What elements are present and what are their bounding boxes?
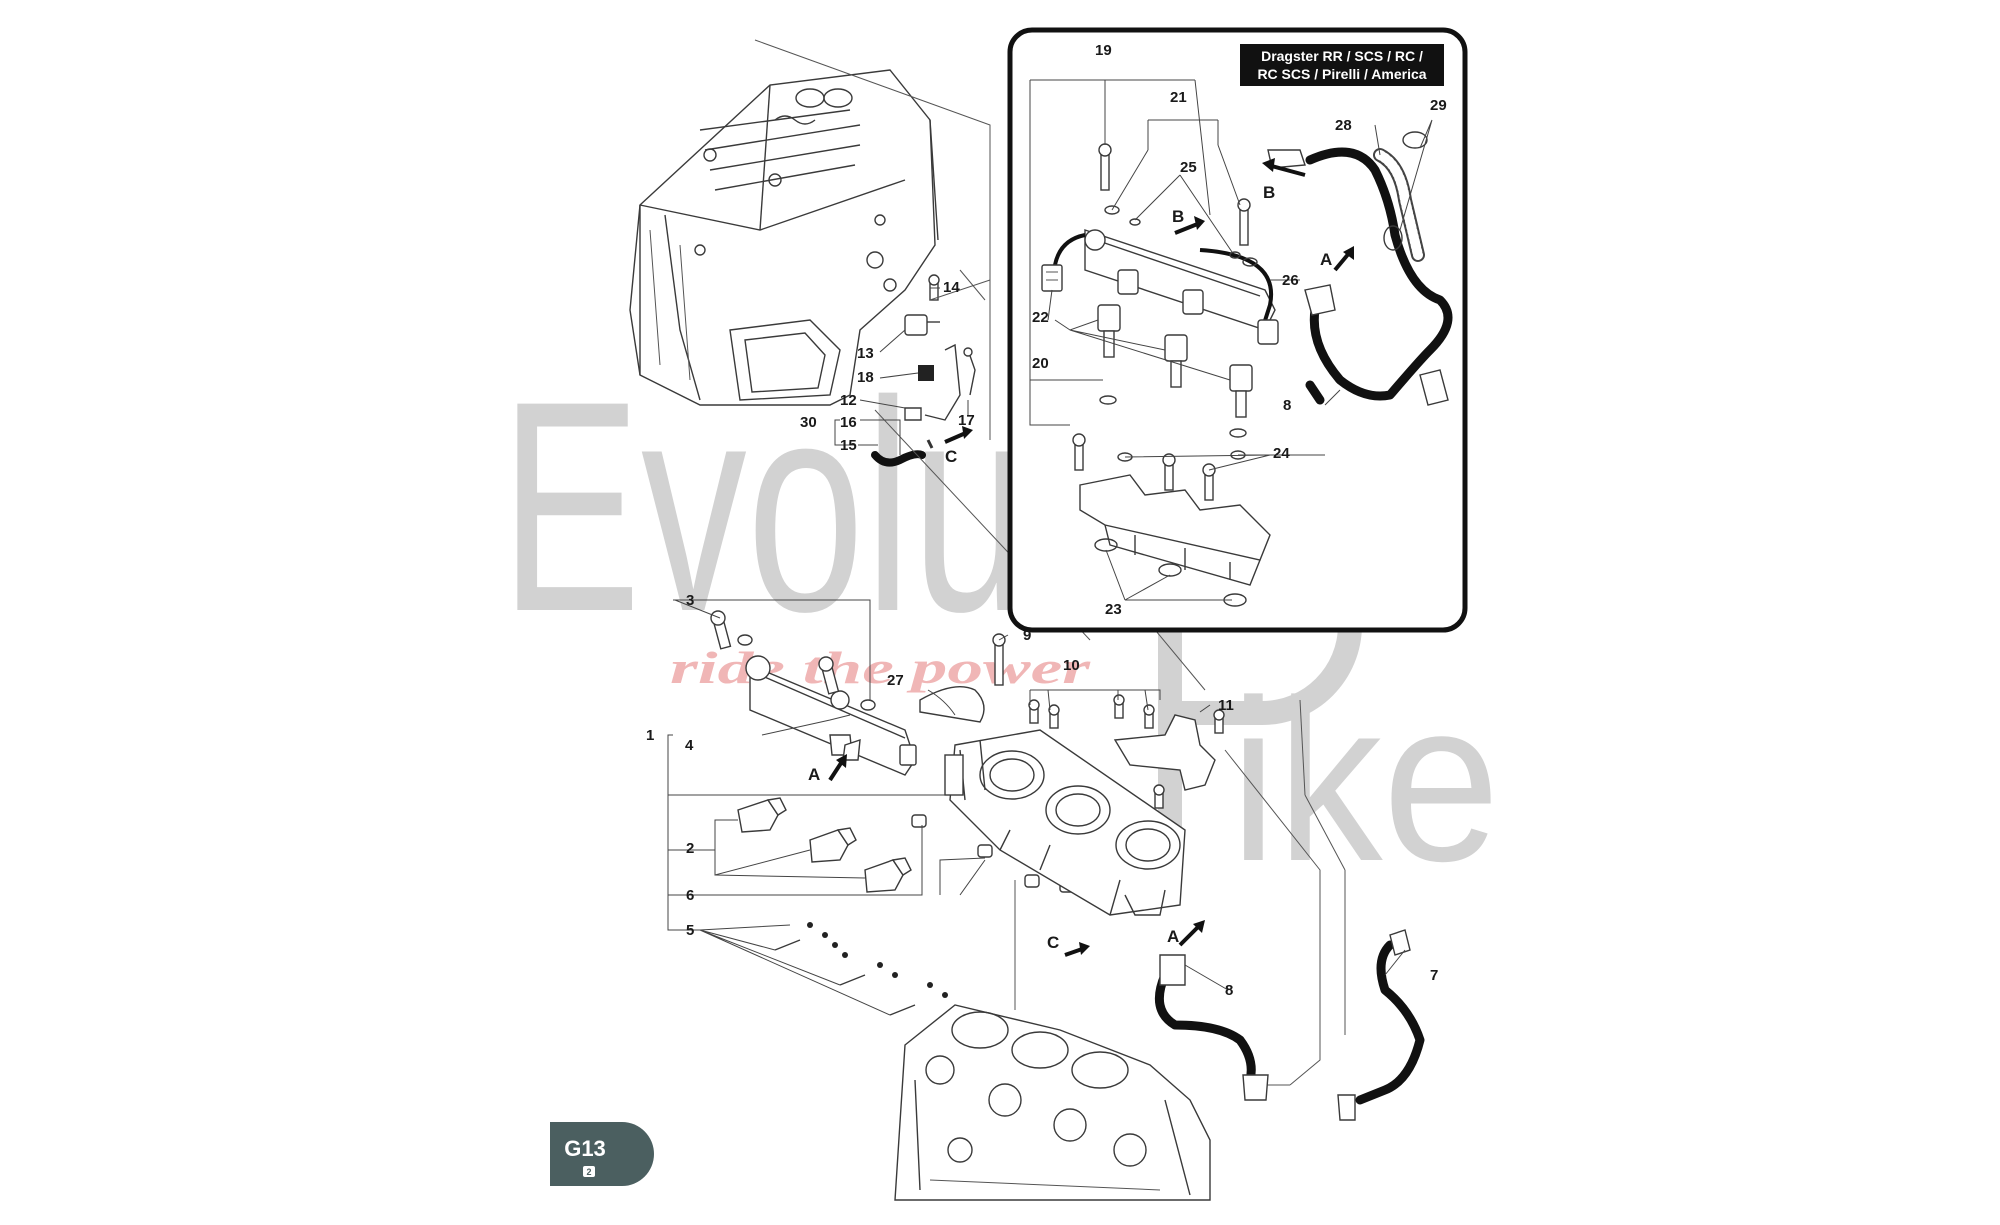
bracket-11 <box>1113 714 1216 791</box>
callout-27: 27 <box>887 672 904 689</box>
callout-5: 5 <box>686 922 694 939</box>
watermark-tagline: ride the power <box>670 642 1092 693</box>
inset-injectors-20 <box>1097 304 1253 418</box>
airbox-illustration <box>629 69 939 406</box>
hose-7-connector <box>1337 1094 1356 1121</box>
callout-15: 15 <box>840 437 857 454</box>
callout-28: 28 <box>1335 117 1352 134</box>
callout-26: 26 <box>1282 272 1299 289</box>
grommet-18 <box>918 365 934 381</box>
callout-29: 29 <box>1430 97 1447 114</box>
version-label-box <box>1240 44 1444 86</box>
pressure-sensor-13 <box>904 314 928 336</box>
inset-harness-22 <box>1053 233 1086 266</box>
arrow-label-c-top: C <box>945 447 957 466</box>
arrow-label-b-inset-left: B <box>1172 207 1184 226</box>
hose-15 <box>871 450 926 467</box>
injectors-2 <box>737 797 912 893</box>
inset-clip-29a <box>1402 131 1428 149</box>
callout-8-inset: 8 <box>1283 397 1291 414</box>
bracket-12 <box>924 343 961 421</box>
cylinder-head-illustration <box>894 1004 1211 1201</box>
sensor-bracket-parts <box>871 274 976 467</box>
hose-7-end <box>1389 929 1411 956</box>
gasket-27 <box>919 686 985 723</box>
inset-fuel-hose-8 <box>1305 147 1453 401</box>
callout-30: 30 <box>800 414 817 431</box>
callout-16: 16 <box>840 414 857 431</box>
arrow-label-b-inset-right: B <box>1263 183 1275 202</box>
version-label-line2: RC SCS / Pirelli / America <box>1257 66 1426 82</box>
throttle-body <box>944 729 1186 916</box>
direction-arrows <box>828 158 1354 957</box>
clamp-15 <box>926 439 934 449</box>
callout-2: 2 <box>686 840 694 857</box>
callout-3: 3 <box>686 592 694 609</box>
watermark-brand-right: ike <box>1230 652 1500 909</box>
callout-25: 25 <box>1180 159 1197 176</box>
screws-5 <box>774 922 948 1016</box>
inset-bolts-21-25 <box>1098 143 1258 267</box>
callout-21: 21 <box>1170 89 1187 106</box>
callout-13: 13 <box>857 345 874 362</box>
callout-19: 19 <box>1095 42 1112 59</box>
version-label-line1: Dragster RR / SCS / RC / <box>1261 48 1423 64</box>
callout-8: 8 <box>1225 982 1233 999</box>
callout-12: 12 <box>840 392 857 409</box>
callout-17: 17 <box>958 412 975 429</box>
inset-hose-end <box>1305 380 1325 405</box>
callout-18: 18 <box>857 369 874 386</box>
callout-10: 10 <box>1063 657 1080 674</box>
callout-11: 11 <box>1218 697 1234 714</box>
arrow-label-c-bottom: C <box>1047 933 1059 952</box>
callout-4: 4 <box>685 737 694 754</box>
fuel-rail-assembly-4 <box>710 610 917 776</box>
page-badge: G13 2 <box>550 1122 654 1186</box>
fuel-hose-7 <box>1355 940 1425 1105</box>
callout-23: 23 <box>1105 601 1122 618</box>
inset-connector-22 <box>1041 264 1063 292</box>
screw-17 <box>967 349 976 396</box>
arrow-label-a-rail: A <box>808 765 820 784</box>
inset-leader-lines <box>1029 79 1433 601</box>
callout-7: 7 <box>1430 967 1438 984</box>
callout-labels: 1 2 3 4 5 6 7 8 8 9 10 11 12 13 14 15 16… <box>646 42 1447 999</box>
arrow-letters: A B B C A A C <box>808 183 1332 952</box>
arrow-label-a-inset: A <box>1320 250 1332 269</box>
page-subcode: 2 <box>586 1167 591 1177</box>
inset-quick-connector-a <box>1304 284 1336 316</box>
callout-14: 14 <box>943 279 960 296</box>
callout-9: 9 <box>1023 627 1031 644</box>
quick-connector-8b <box>1242 1074 1269 1101</box>
fitting-16 <box>904 407 922 421</box>
version-inset-panel: Dragster RR / SCS / RC / RC SCS / Pirell… <box>1007 27 1468 633</box>
leader-lines <box>667 287 1406 1016</box>
arrow-label-a-throttle: A <box>1167 927 1179 946</box>
callout-20: 20 <box>1032 355 1049 372</box>
callout-22: 22 <box>1032 309 1049 326</box>
callout-1: 1 <box>646 727 654 744</box>
inset-clip-29b <box>1383 225 1403 251</box>
page-code: G13 <box>564 1136 606 1161</box>
quick-connector-8a <box>1159 954 1186 986</box>
bolts-9-10 <box>992 633 1225 809</box>
callout-24: 24 <box>1273 445 1290 462</box>
callout-6: 6 <box>686 887 694 904</box>
fuel-hose-8 <box>1154 970 1256 1085</box>
inset-injector-holder <box>1079 474 1271 561</box>
